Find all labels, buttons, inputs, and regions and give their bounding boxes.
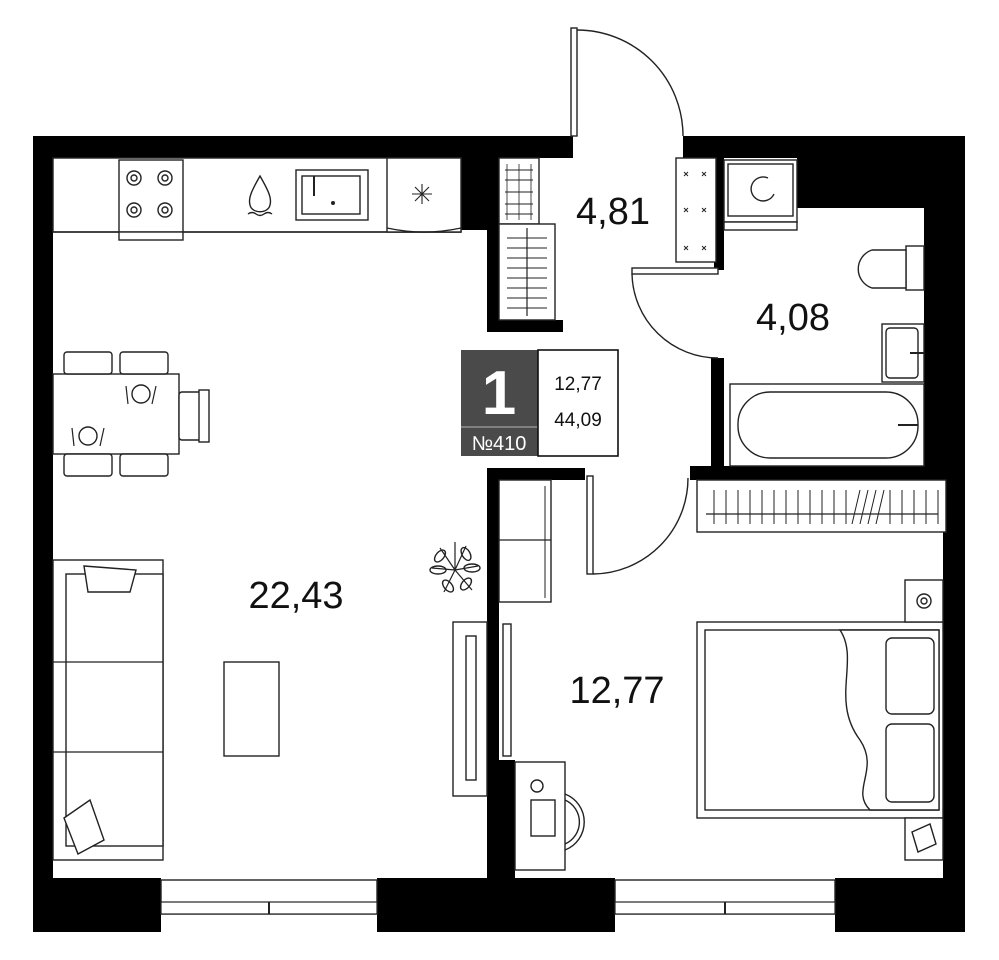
- hallway-area: 4,81: [576, 191, 650, 233]
- bathroom-area: 4,08: [756, 297, 830, 339]
- apartment-badge: 1 №410: [461, 350, 538, 456]
- fridge-icon: [386, 157, 462, 233]
- bedroom-shelf: [498, 479, 552, 603]
- window-living: [160, 879, 378, 915]
- plant-icon: [429, 542, 481, 593]
- wardrobe-bedroom: [696, 479, 947, 533]
- nightstand-bottom: [904, 817, 944, 861]
- hallway-cabinet: [675, 157, 717, 263]
- bathroom-door: [631, 267, 719, 359]
- total-area-value: 44,09: [554, 410, 602, 431]
- rooms-count: 1: [482, 359, 516, 428]
- bedroom-area: 12,77: [569, 670, 664, 712]
- desk: [514, 761, 585, 871]
- living-area-value: 12,77: [554, 374, 602, 395]
- washbasin-icon: [881, 323, 925, 383]
- bed: [696, 621, 944, 819]
- water-drop-icon: [247, 174, 273, 217]
- walls: [33, 136, 965, 932]
- bedroom-door: [586, 475, 689, 575]
- entrance-door: [570, 27, 684, 137]
- living-kitchen-area: 22,43: [248, 575, 343, 617]
- stove-icon: [118, 159, 184, 241]
- bedroom-mirror: [502, 623, 512, 757]
- sink-icon: [295, 169, 369, 221]
- shoe-rack: [498, 157, 540, 225]
- bathtub-icon: [729, 383, 925, 467]
- tv-unit: [452, 621, 488, 797]
- coffee-table: [223, 661, 280, 757]
- apartment-number: №410: [472, 433, 527, 455]
- dining-table: [52, 351, 210, 477]
- nightstand-top: [904, 579, 944, 623]
- wardrobe-hallway: [498, 223, 556, 321]
- badge-background: [461, 350, 538, 456]
- sofa: [52, 559, 164, 861]
- toilet-icon: [857, 245, 925, 291]
- washing-machine-icon: [723, 159, 798, 231]
- window-bedroom: [614, 879, 836, 915]
- apartment-area-box: 12,77 44,09: [537, 349, 619, 457]
